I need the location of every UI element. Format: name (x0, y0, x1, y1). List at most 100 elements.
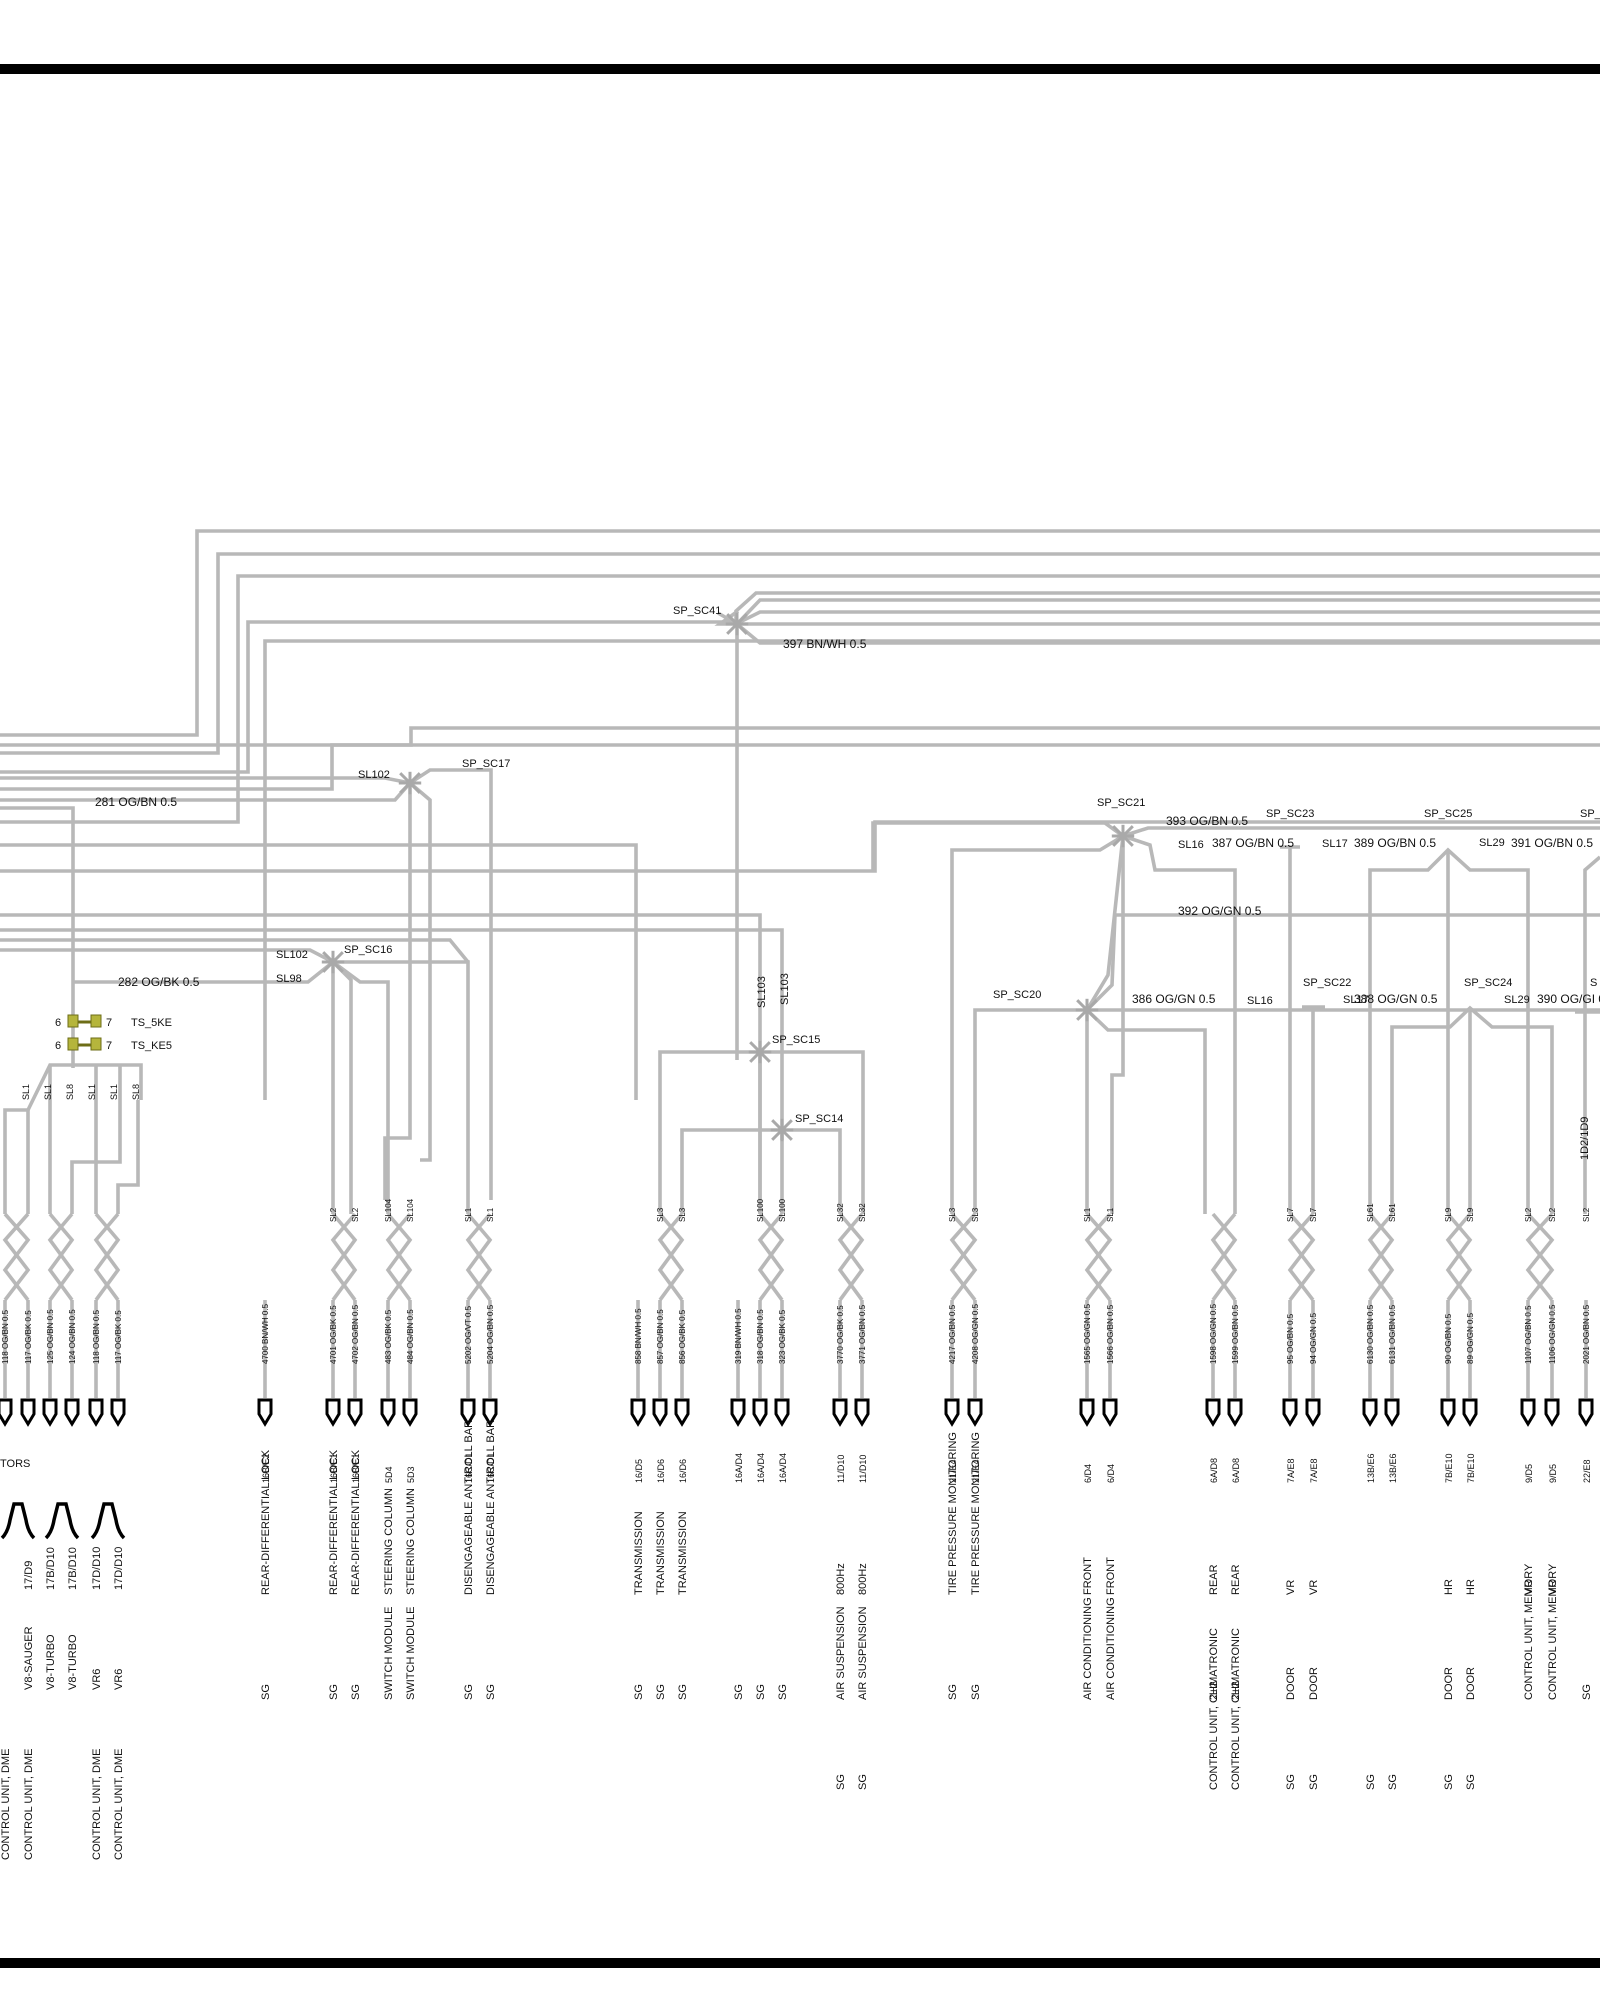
pin-wire-label: 117 OG/BK 0.5 (24, 1310, 33, 1364)
splice-label-sc24: SP_SC24 (1464, 977, 1512, 989)
pin-description: REAR-DIFFERENTIAL LOCK (350, 1449, 362, 1595)
pin-terminal (944, 1398, 960, 1427)
pin-wire-label: 95 OG/BN 0.5 (1286, 1313, 1295, 1364)
pin-location-code: 21/E4 (971, 1459, 981, 1483)
pin-terminal (630, 1398, 646, 1427)
pin-description: 17/D9 (23, 1561, 35, 1590)
pin-wire-label: 858 BN/WH 0.5 (634, 1308, 643, 1364)
twisted-pair (1287, 1212, 1316, 1302)
pin-description: 2+2 (1230, 1681, 1242, 1700)
pin-wire-label: 90 OG/BN 0.5 (1444, 1313, 1453, 1364)
pin-terminal (42, 1398, 58, 1427)
pin-description: SG (260, 1684, 272, 1700)
pin-description: VR6 (113, 1669, 125, 1690)
pin-segment-label: SL2 (351, 1207, 360, 1222)
pin-description: SG (857, 1774, 869, 1790)
pin-wire-label: 5204 OG/BN 0.5 (486, 1304, 495, 1364)
pin-description: SG (777, 1684, 789, 1700)
pin-description: SG (1443, 1774, 1455, 1790)
pin-terminal (1362, 1398, 1378, 1427)
pin-description: CONTROL UNIT, DME (23, 1749, 35, 1860)
pin-description: DOOR (1308, 1667, 1320, 1700)
wire-sc16 (331, 960, 353, 1214)
pin-description: SG (655, 1684, 667, 1700)
wire-sc16 (333, 960, 470, 1214)
pin-segment-label: SL2 (1548, 1207, 1557, 1222)
pin-location-code: 7B/E10 (1444, 1453, 1454, 1483)
pin-description: CONTROL UNIT, CLIMATRONIC (1208, 1628, 1220, 1790)
twisted-pair (330, 1212, 358, 1302)
pin-location-code: 6/D4 (1083, 1464, 1093, 1483)
wire-sc21 (871, 821, 1125, 870)
pin-description: CONTROL UNIT, MEMORY (1523, 1563, 1535, 1700)
wire-sc21 (1085, 835, 1125, 1011)
segment-label-s103a: SL103 (756, 976, 768, 1008)
pin-description: DOOR (1443, 1667, 1455, 1700)
splice-node-sc21 (1111, 824, 1135, 848)
pin-terminal (1305, 1398, 1321, 1427)
pin-wire-label: 3771 OG/BN 0.5 (858, 1304, 867, 1364)
pin-location-code: 21/E4 (948, 1459, 958, 1483)
pin-wire-label: 1599 OG/BN 0.5 (1231, 1304, 1240, 1364)
pin-location-code: 16/D6 (656, 1459, 666, 1483)
splice-label-sc15: SP_SC15 (772, 1034, 820, 1046)
pin-terminal (1544, 1398, 1560, 1427)
pin-description: DISENGAGEABLE ANTIROLL BAR (485, 1420, 497, 1595)
pin-description: TRANSMISSION (633, 1511, 645, 1595)
trunk-wire (0, 726, 1600, 747)
pin-description: V8-TURBO (45, 1634, 57, 1690)
pin-description: AIR CONDITIONING (1082, 1597, 1094, 1700)
pin-terminal (1578, 1398, 1594, 1427)
pin-location-code: 16A/D4 (734, 1453, 744, 1483)
pin-wire-label: 318 OG/BN 0.5 (756, 1309, 765, 1364)
pin-wire-label: 857 OG/BN 0.5 (656, 1309, 665, 1364)
trunk-wire (0, 610, 1600, 774)
wire-sc16 (0, 948, 334, 964)
pin-description: 800Hz (857, 1563, 869, 1595)
pin-description: AIR SUSPENSION (857, 1606, 869, 1700)
wire-sc17 (0, 781, 412, 802)
pin-location-code: 16/D6 (678, 1459, 688, 1483)
pin-description: CONTROL UNIT, DME (91, 1749, 103, 1860)
wire-sc17 (0, 806, 75, 1068)
wire-sc16 (0, 938, 470, 964)
twisted-pair (757, 1212, 785, 1302)
pin-wire-label: 117 OG/BK 0.5 (114, 1310, 123, 1364)
pin-description: CONTROL UNIT, DME (0, 1749, 12, 1860)
wire-right (1583, 855, 1600, 1214)
pin-description: 800Hz (835, 1563, 847, 1595)
pin-wire-label: 4700 BN/WH 0.5 (261, 1303, 270, 1364)
pin-wire-label: 4217 OG/BN 0.5 (948, 1304, 957, 1364)
pin-terminal (774, 1398, 790, 1427)
twisted-pair (1210, 1212, 1238, 1302)
wire-sc17 (0, 776, 411, 785)
pin-location-code: 7A/E8 (1286, 1458, 1296, 1483)
pin-wire-label: 89 OG/GN 0.5 (1466, 1312, 1475, 1364)
wire-label-w389: 389 OG/BN 0.5 (1354, 836, 1436, 850)
splice-label-sc20: SP_SC20 (993, 989, 1041, 1001)
splice-label-sc_cut2: S (1590, 977, 1597, 989)
pin-location-code: 16B/E1 (329, 1453, 339, 1483)
wire-sc21 (950, 834, 1124, 1214)
splice-node-sc15 (748, 1040, 772, 1064)
wire-sc17 (408, 781, 432, 1162)
pin-terminal (730, 1398, 746, 1427)
pin-description: SWITCH MODULE (383, 1607, 395, 1701)
segment-label-d2d9: 1D2/1D9 (1579, 1117, 1591, 1160)
pin-segment-label: SL1 (1083, 1207, 1092, 1222)
pin-description: DISENGAGEABLE ANTIROLL BAR (463, 1420, 475, 1595)
terminal-box (90, 1037, 102, 1051)
pin-segment-label: SL2 (329, 1207, 338, 1222)
connector-plug-icon (44, 1502, 80, 1540)
pin-terminal (1384, 1398, 1400, 1427)
pin-segment-label: SL9 (1466, 1207, 1475, 1222)
segment-label-s98: SL98 (276, 973, 302, 985)
bottom-border (0, 1958, 1600, 1968)
